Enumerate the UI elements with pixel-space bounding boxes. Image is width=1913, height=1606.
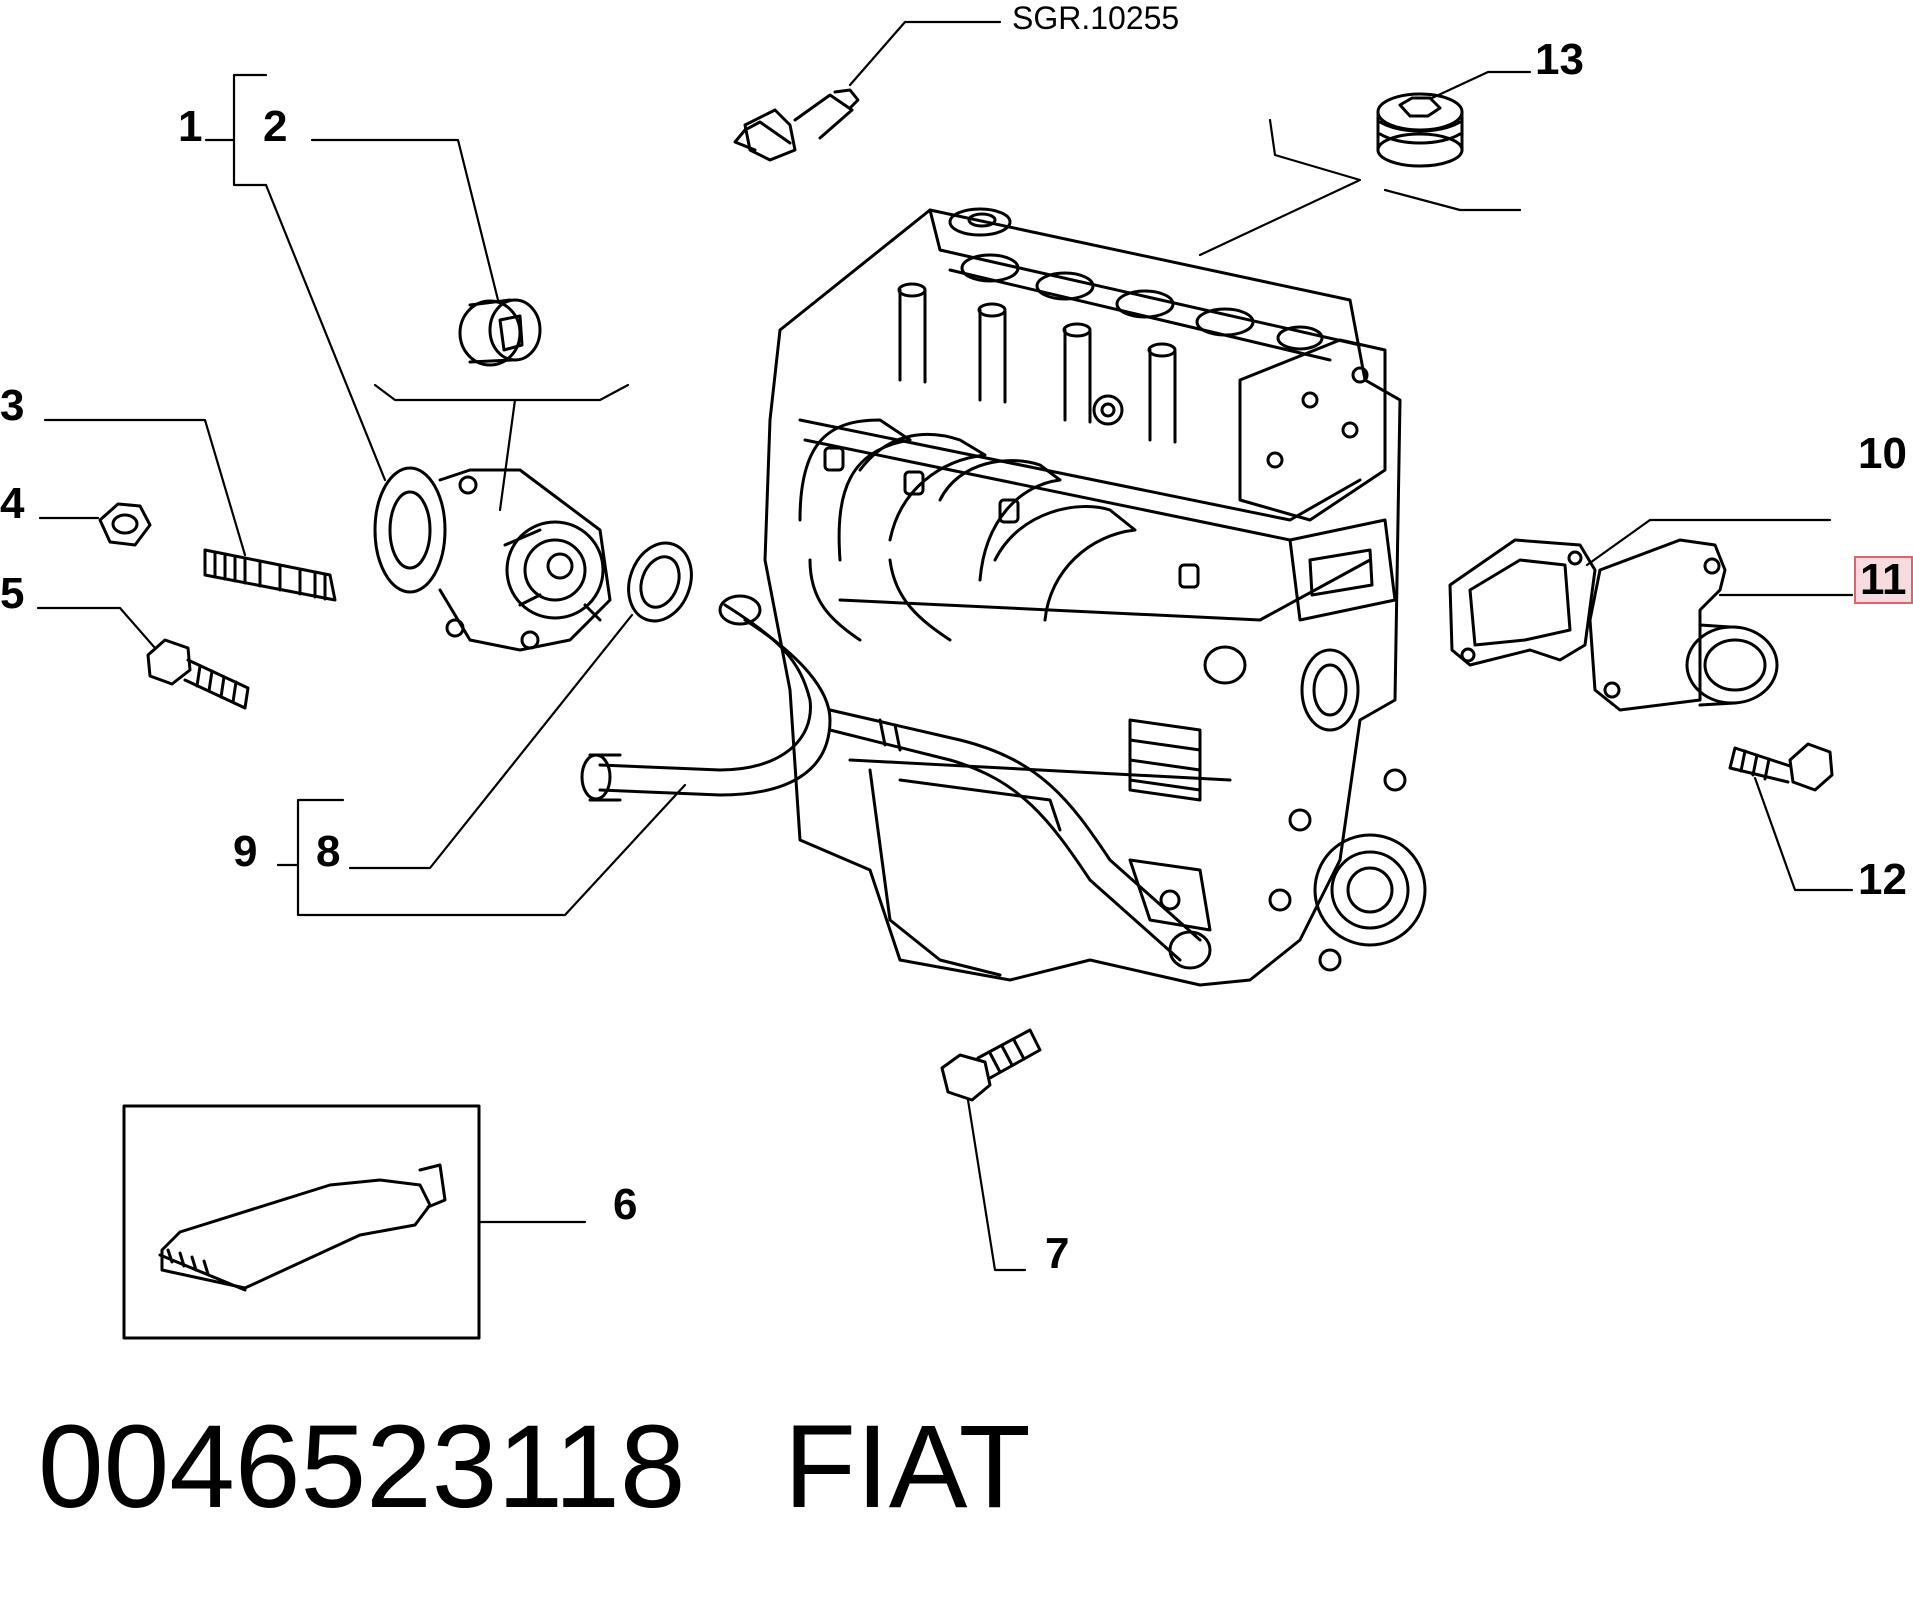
thermostat-housing-illustration [1588, 538, 1779, 712]
engine-block-illustration [763, 207, 1427, 987]
temperature-sensor-illustration [733, 88, 860, 162]
stud-illustration [203, 548, 337, 602]
sealing-ring-illustration [627, 541, 693, 623]
part-caption: 0046523118 FIAT [38, 1408, 1031, 1526]
bush-illustration [458, 298, 542, 367]
callout-9: 9 [233, 827, 258, 876]
callout-6: 6 [613, 1180, 638, 1229]
gasket-illustration [1448, 538, 1597, 667]
part-number: 0046523118 [38, 1401, 686, 1533]
bolt-12-illustration [1728, 742, 1834, 792]
plug-illustration [1376, 92, 1464, 168]
callout-13: 13 [1535, 35, 1584, 84]
nut-illustration [98, 502, 152, 547]
callout-1: 1 [178, 102, 203, 151]
caption-gap [686, 1401, 784, 1533]
sensor-ref-label: SGR.10255 [1012, 0, 1180, 36]
water-pump-illustration [373, 466, 612, 652]
leader-lines [36, 20, 1854, 1272]
callout-8: 8 [316, 827, 341, 876]
callout-3: 3 [0, 381, 25, 430]
callout-7: 7 [1045, 1229, 1070, 1278]
coolant-pipe-illustration [580, 594, 1212, 970]
callout-4: 4 [0, 479, 25, 528]
bolt-7-illustration [940, 1028, 1042, 1102]
callout-11-highlighted: 11 [1854, 556, 1913, 604]
callout-2: 2 [263, 102, 288, 151]
bolt-5-illustration [146, 638, 250, 710]
callout-10: 10 [1858, 429, 1907, 478]
callout-12: 12 [1858, 855, 1907, 904]
sealant-tube-box [122, 1104, 481, 1340]
callout-5: 5 [0, 569, 25, 618]
brand-name: FIAT [783, 1401, 1031, 1533]
